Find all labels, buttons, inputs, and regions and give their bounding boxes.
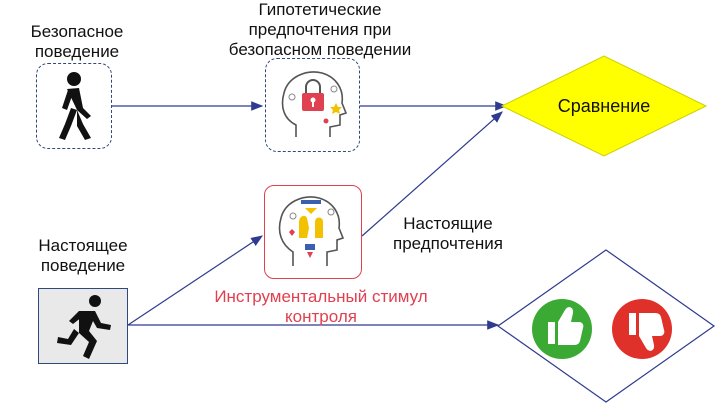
instrumental-line-2: контроля: [285, 307, 357, 326]
real-prefs-line-2: предпочтения: [393, 234, 503, 253]
running-person-icon: [57, 295, 111, 359]
safe-behavior-line-2: поведение: [34, 42, 120, 61]
real-behavior-label: Настоящее поведение: [28, 236, 138, 276]
real-prefs-label: Настоящие предпочтения: [374, 214, 522, 254]
instrumental-head-box: [264, 185, 362, 279]
real-behavior-line-2: поведение: [40, 256, 126, 275]
safe-behavior-box: [36, 63, 112, 149]
safe-behavior-label: Безопасное поведение: [22, 22, 132, 62]
comparison-diamond: [500, 55, 708, 157]
thumbs-down-icon: [612, 299, 672, 359]
outcome-diamond: [496, 249, 716, 403]
real-prefs-line-1: Настоящие: [403, 214, 493, 233]
arrow-instrumental-to-comparison: [361, 111, 503, 237]
hypothetical-line-3: безопасном поведении: [228, 40, 412, 59]
hypothetical-head-box: [265, 58, 360, 152]
thumbs-up-icon: [532, 299, 592, 359]
comparison-label: Сравнение: [557, 96, 651, 116]
safe-behavior-line-1: Безопасное: [30, 22, 124, 41]
instrumental-line-1: Инструментальный стимул: [214, 287, 428, 306]
arrow-real-to-instrumental: [127, 235, 263, 326]
head-hands-icon: [278, 196, 345, 266]
instrumental-stimulus-label: Инструментальный стимул контроля: [196, 287, 446, 327]
head-lock-icon: [281, 71, 348, 137]
real-behavior-line-1: Настоящее: [38, 236, 128, 255]
hypothetical-line-1: Гипотетические: [258, 0, 382, 19]
walking-person-icon: [59, 72, 91, 140]
real-behavior-box: [38, 288, 128, 364]
hypothetical-line-2: предпочтения при: [248, 20, 392, 39]
hypothetical-prefs-label: Гипотетические предпочтения при безопасн…: [210, 0, 430, 60]
